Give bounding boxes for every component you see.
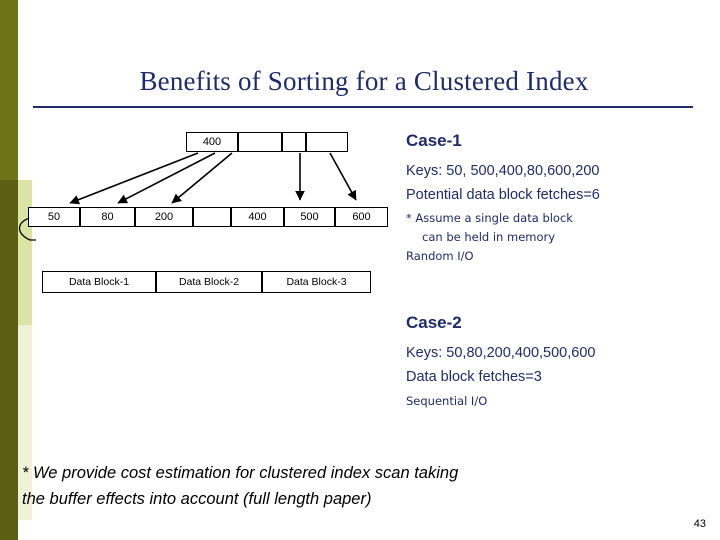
data-block-cell: Data Block-2 — [156, 271, 262, 293]
case2-heading: Case-2 — [406, 313, 462, 332]
case1-note-line2: can be held in memory — [422, 230, 556, 244]
index-leaf-cell — [193, 207, 231, 227]
index-top-cell: 400 — [186, 132, 238, 152]
footnote: * We provide cost estimation for cluster… — [22, 460, 682, 512]
title-divider — [33, 106, 693, 108]
case2-keys: Keys: 50,80,200,400,500,600 — [406, 345, 596, 361]
sidebar-bar-olive — [0, 0, 18, 180]
index-leaf-cell: 500 — [284, 207, 335, 227]
index-leaf-cell: 400 — [231, 207, 284, 227]
case1-note-line1: * Assume a single data block — [406, 211, 573, 225]
index-leaf-cell: 600 — [335, 207, 388, 227]
case2-fetches: Data block fetches=3 — [406, 369, 542, 385]
footnote-line2: the buffer effects into account (full le… — [22, 490, 372, 508]
index-diagram: 400 50 80 200 400 500 600 Data Block-1 D… — [0, 0, 400, 330]
data-block-cell: Data Block-3 — [262, 271, 371, 293]
page-title: Benefits of Sorting for a Clustered Inde… — [139, 66, 589, 96]
case1-note-line3: Random I/O — [406, 249, 474, 263]
case1-keys: Keys: 50, 500,400,80,600,200 — [406, 163, 600, 179]
index-leaf-cell: 50 — [28, 207, 80, 227]
index-top-cell — [282, 132, 306, 152]
index-leaf-cell: 80 — [80, 207, 135, 227]
index-top-cell — [306, 132, 348, 152]
index-leaf-cell: 200 — [135, 207, 193, 227]
footnote-line1: * We provide cost estimation for cluster… — [22, 464, 459, 482]
page-number: 43 — [693, 518, 706, 530]
case1-heading: Case-1 — [406, 131, 462, 150]
sidebar-bar-pale-lower — [18, 325, 32, 520]
case2-note: Sequential I/O — [406, 394, 488, 408]
data-block-cell: Data Block-1 — [42, 271, 156, 293]
index-top-cell — [238, 132, 282, 152]
case1-fetches: Potential data block fetches=6 — [406, 187, 600, 203]
